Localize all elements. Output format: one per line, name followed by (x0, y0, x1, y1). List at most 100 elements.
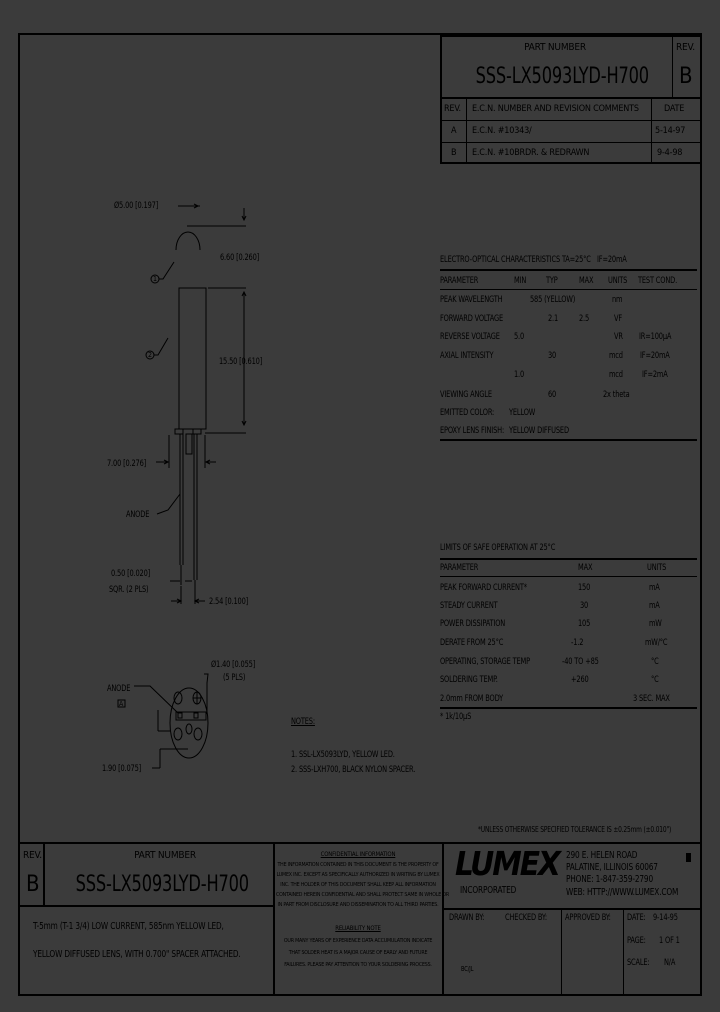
date-cell: 9-4-98 (657, 148, 683, 158)
eo-header-test-cond: TEST COND. (638, 276, 678, 286)
address-line-2: PALATINE, ILLINOIS 60067 (566, 862, 658, 873)
body-length-dimension: 15.50 [0.610] (219, 357, 263, 367)
eo-param: PEAK WAVELENGTH (440, 295, 503, 305)
page-label: PAGE: (627, 936, 646, 946)
divider (443, 908, 700, 910)
top-title-block (440, 35, 702, 164)
confidential-line: INC. THE HOLDER OF THIS DOCUMENT SHALL K… (280, 882, 436, 888)
tolerance-note: *UNLESS OTHERWISE SPECIFIED TOLERANCE IS… (478, 825, 672, 834)
divider (440, 707, 697, 709)
lead-spacing-dimension: 2.54 [0.100] (209, 597, 249, 607)
eo-typ: 2.1 (548, 314, 559, 324)
eo-header-units: UNITS (608, 276, 628, 286)
scale-value: N/A (664, 958, 676, 968)
divider (440, 289, 697, 290)
divider (43, 843, 45, 905)
safe-op-units: °C (651, 657, 659, 667)
part-number-label: PART NUMBER (524, 42, 586, 53)
divider (440, 558, 697, 560)
description-line-1: T-5mm (T-1 3/4) LOW CURRENT, 585nm YELLO… (33, 921, 224, 932)
company-subtitle: INCORPORATED (460, 885, 517, 896)
safe-op-max: 105 (578, 619, 591, 629)
rev-label: REV. (676, 42, 695, 53)
bottom-anode-mark: A (119, 700, 124, 708)
comment-cell: E.C.N. #10BRDR. & REDRAWN (472, 148, 590, 158)
eo-param: VIEWING ANGLE (440, 390, 492, 400)
eo-param: AXIAL INTENSITY (440, 351, 494, 361)
confidential-line: CONTAINED HEREIN CONFIDENTIAL AND SHALL … (276, 892, 450, 898)
safe-op-header-max: MAX (578, 563, 593, 573)
divider (623, 909, 624, 996)
lead-size-dimension: 0.50 [0.020] (111, 569, 151, 579)
safe-op-units: °C (651, 675, 659, 685)
eo-units: nm (612, 295, 623, 305)
lens-height-dimension: 6.60 [0.260] (220, 253, 260, 263)
divider (442, 843, 444, 996)
scale-label: SCALE: (627, 958, 650, 968)
date-label: DATE: (627, 913, 646, 923)
safe-op-title: LIMITS OF SAFE OPERATION AT 25°C (440, 543, 556, 553)
balloon-2: 2 (148, 351, 152, 359)
divider (441, 97, 701, 99)
rev-cell: A (451, 126, 457, 136)
eo-typ: 585 (YELLOW) (530, 295, 576, 305)
eo-min: 5.0 (514, 332, 525, 342)
web: WEB: HTTP://WWW.LUMEX.COM (566, 887, 679, 898)
eo-min: 1.0 (514, 370, 525, 380)
reliability-title: RELIABILITY NOTE (335, 925, 381, 932)
address-line-1: 290 E. HELEN ROAD (566, 850, 638, 861)
divider (441, 120, 701, 121)
bottom-part-number: SSS-LX5093LYD-H700 (75, 872, 250, 897)
lens-finish-value: YELLOW DIFFUSED (509, 426, 569, 436)
part-number: SSS-LX5093LYD-H700 (475, 64, 650, 89)
rev-table-header-rev: REV. (444, 104, 461, 114)
confidential-line: IN PART FROM DISCLOSURE AND DISSEMINATIO… (277, 902, 439, 908)
safe-op-header-parameter: PARAMETER (440, 563, 479, 573)
safe-op-param: PEAK FORWARD CURRENT* (440, 583, 527, 593)
lens-diameter-dimension: Ø5.00 [0.197] (114, 201, 159, 211)
divider (20, 905, 274, 907)
safe-op-footnote: * 1k/10µS (440, 712, 472, 722)
bottom-rev-value: B (26, 872, 40, 897)
eo-title: ELECTRO-OPTICAL CHARACTERISTICS TA=25°C (440, 255, 591, 265)
emitted-color-label: EMITTED COLOR: (440, 408, 495, 418)
date-value: 9-14-95 (653, 913, 678, 923)
rev-table-header-comments: E.C.N. NUMBER AND REVISION COMMENTS (472, 104, 639, 114)
safe-op-param: POWER DISSIPATION (440, 619, 506, 629)
confidential-title: CONFIDENTIAL INFORMATION (320, 851, 396, 858)
emitted-color-value: YELLOW (509, 408, 536, 418)
divider (441, 142, 701, 143)
divider (440, 576, 697, 577)
eo-param: REVERSE VOLTAGE (440, 332, 500, 342)
eo-units: VF (614, 314, 623, 324)
eo-cond: IR=100µA (639, 332, 672, 342)
safe-op-param: STEADY CURRENT (440, 601, 498, 611)
safe-op-header-units: UNITS (647, 563, 667, 573)
spacer-dimension: 7.00 [0.276] (107, 459, 147, 469)
divider (273, 843, 275, 996)
doc-icon (686, 853, 691, 862)
eo-units: mcd (609, 351, 623, 361)
bottom-rev-label: REV. (23, 850, 42, 861)
note-item: 2. SSS-LXH700, BLACK NYLON SPACER. (291, 765, 416, 775)
drawn-by-label: DRAWN BY: (449, 913, 485, 923)
safe-op-units: 3 SEC. MAX (633, 694, 670, 704)
eo-max: 2.5 (579, 314, 590, 324)
lens-finish-label: EPOXY LENS FINISH: (440, 426, 505, 436)
divider (651, 98, 652, 164)
safe-op-param: SOLDERING TEMP. (440, 675, 498, 685)
divider (440, 439, 697, 441)
reliability-line: FAILURES. PLEASE PAY ATTENTION TO YOUR S… (284, 962, 432, 968)
eo-units: VR (614, 332, 623, 342)
drawn-by-value: BC/JL (461, 965, 474, 973)
divider (466, 98, 467, 164)
eo-units: mcd (609, 370, 623, 380)
rev-cell: B (451, 148, 457, 158)
bottom-anode-label: ANODE (107, 684, 131, 694)
safe-op-max: 30 (580, 601, 589, 611)
eo-typ: 30 (548, 351, 557, 361)
eo-header-parameter: PARAMETER (440, 276, 479, 286)
notes-title: NOTES: (291, 717, 315, 727)
divider (561, 909, 562, 996)
